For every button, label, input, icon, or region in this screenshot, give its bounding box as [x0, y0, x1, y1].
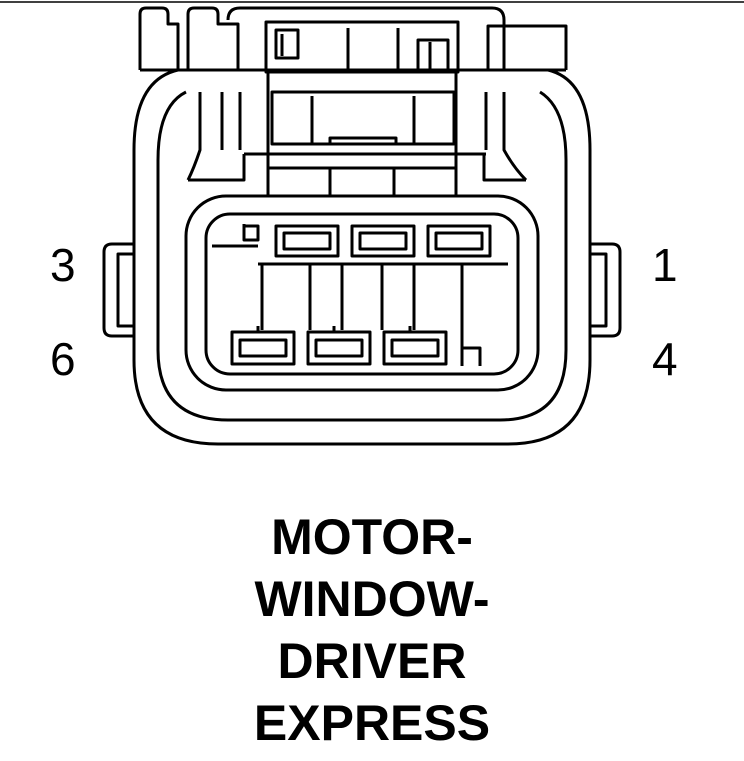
terminal-cavity — [184, 194, 540, 392]
caption-line-1: MOTOR- — [271, 509, 473, 565]
caption-line-2: WINDOW- — [254, 571, 490, 627]
terminal-bottom-1 — [230, 326, 296, 366]
connector-caption: MOTOR- WINDOW- DRIVER EXPRESS — [0, 506, 744, 754]
caption-line-3: DRIVER — [277, 633, 467, 689]
pin-label-6: 6 — [50, 333, 76, 385]
terminal-top-3 — [426, 224, 492, 258]
right-side-clip — [590, 242, 622, 338]
terminal-top-2 — [350, 224, 416, 258]
top-latch — [138, 6, 568, 74]
terminal-bottom-3 — [382, 326, 448, 366]
left-side-clip — [102, 242, 134, 338]
terminal-bottom-2 — [306, 326, 372, 366]
caption-line-4: EXPRESS — [253, 695, 491, 751]
pin-label-1: 1 — [652, 239, 678, 291]
connector-housing — [132, 68, 592, 446]
pin-label-3: 3 — [50, 239, 76, 291]
latch-arms — [186, 72, 528, 196]
pin-label-4: 4 — [652, 333, 678, 385]
terminal-top-1 — [274, 224, 340, 258]
